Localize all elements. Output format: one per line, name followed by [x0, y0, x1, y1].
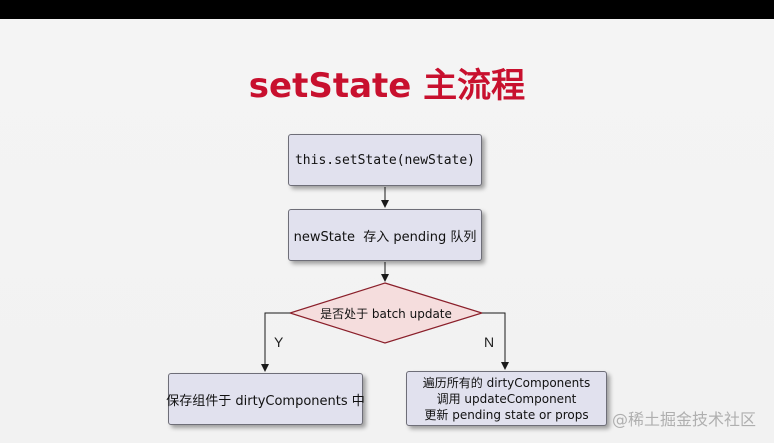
branch-label-yes: Y: [274, 334, 284, 350]
decision-batch-update-label: 是否处于 batch update: [320, 306, 452, 321]
slide-title: setState 主流程: [248, 66, 526, 106]
branch-label-no: N: [484, 334, 495, 350]
decision-diamond: [288, 282, 485, 344]
node-update-components: 遍历所有的 dirtyComponents 调用 updateComponent…: [406, 371, 607, 426]
arrow-decision-yes: [261, 312, 290, 372]
node-update-line-2: 调用 updateComponent: [436, 391, 577, 406]
node-pending-queue-label: newState 存入 pending 队列: [293, 229, 477, 245]
node-setstate-call-label: this.setState(newState): [294, 152, 475, 168]
top-black-bar: [0, 0, 774, 19]
node-save-dirty-components-label: 保存组件于 dirtyComponents 中: [166, 393, 365, 409]
watermark-text: @稀土掘金技术社区: [612, 410, 757, 429]
node-update-line-3: 更新 pending state or props: [424, 407, 589, 422]
node-setstate-call: this.setState(newState): [288, 134, 482, 186]
arrow-decision-no: [482, 312, 509, 370]
node-save-dirty-components: 保存组件于 dirtyComponents 中: [166, 373, 365, 425]
node-pending-queue: newState 存入 pending 队列: [288, 209, 482, 261]
node-update-line-1: 遍历所有的 dirtyComponents: [422, 375, 591, 390]
